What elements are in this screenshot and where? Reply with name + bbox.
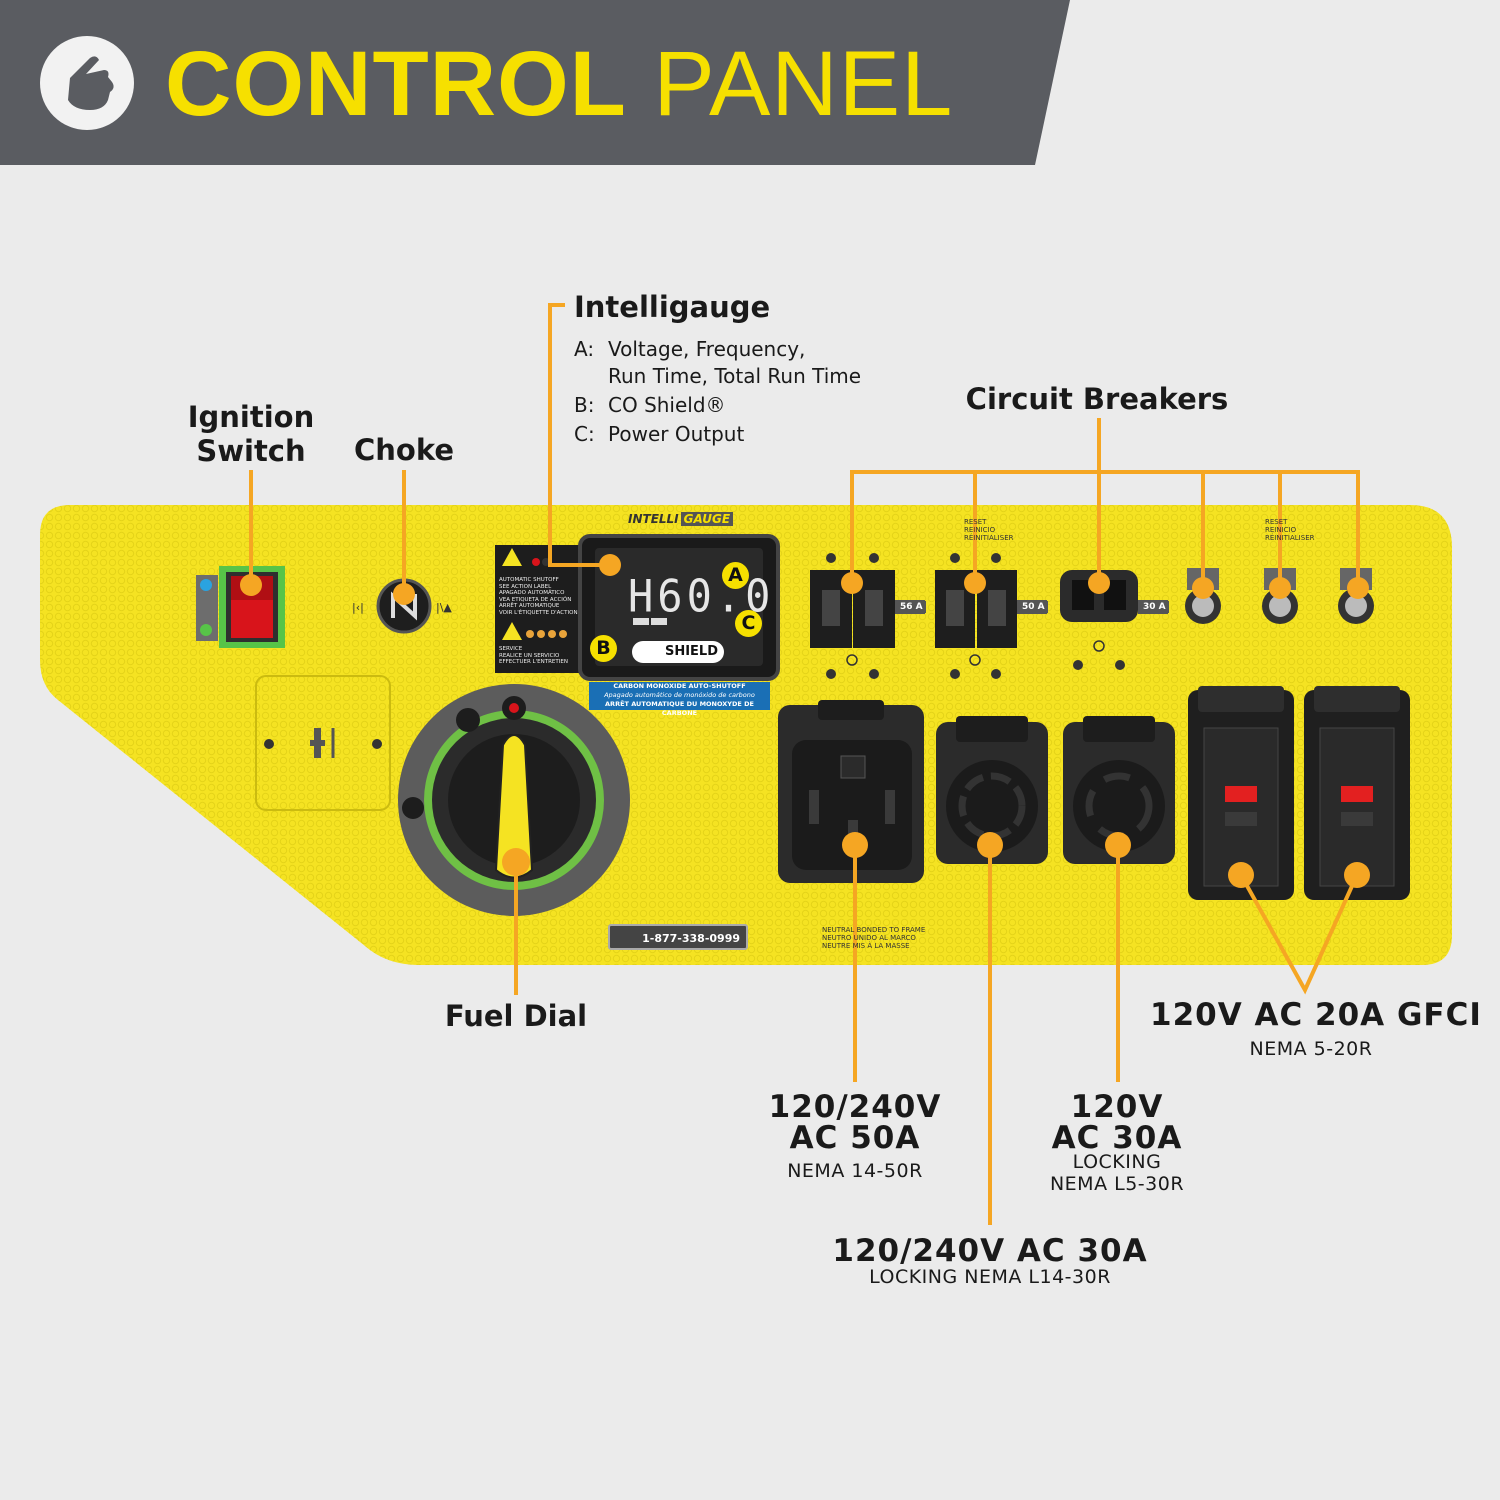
reset-label-1: RESET REINICIO RÉINITIALISER	[964, 518, 1013, 542]
phone-number-label: 1-877-338-0999	[608, 924, 748, 950]
outlet-l5-sub-1: LOCKING	[1072, 1151, 1162, 1173]
co-shield-text: SHIELD	[664, 644, 718, 659]
reset-1-line-1: RESET	[964, 518, 987, 526]
push-breaker-3[interactable]	[1338, 568, 1374, 624]
outlet-l5-30r[interactable]	[1063, 716, 1175, 864]
svg-text:|‹|: |‹|	[352, 601, 364, 614]
banner-shape	[0, 0, 1070, 165]
fuel-dial-label: Fuel Dial	[444, 999, 588, 1033]
reset-2-line-2: REINICIO	[1265, 526, 1297, 534]
reset-2-line-3: RÉINITIALISER	[1265, 534, 1315, 542]
reset-1-line-3: RÉINITIALISER	[964, 534, 1014, 542]
neutral-line-1: NEUTRAL BONDED TO FRAME	[822, 926, 926, 934]
reset-label-2: RESET REINICIO RÉINITIALISER	[1265, 518, 1314, 542]
outlet-50a-sub: NEMA 14-50R	[787, 1160, 923, 1182]
fuel-dial[interactable]	[398, 684, 630, 916]
outlet-l5-sub: LOCKING NEMA L5-30R	[1010, 1151, 1224, 1195]
warn-line-5: ARRÊT AUTOMATIQUE	[499, 603, 560, 609]
service-text: SERVICE REALICE UN SERVICIO EFFECTUER L'…	[499, 646, 568, 666]
service-line-2: REALICE UN SERVICIO	[499, 652, 560, 659]
warning-text: AUTOMATIC SHUTOFF SEE ACTION LABEL APAGA…	[499, 577, 578, 616]
outlet-50a-line-1: 120/240V	[768, 1089, 942, 1125]
ignition-switch[interactable]	[196, 566, 285, 648]
page-title: CONTROL PANEL	[165, 34, 953, 134]
badge-a: A	[722, 562, 749, 589]
breaker-56a-label: 56 A	[897, 601, 926, 613]
choke-knob[interactable]: |‹| |\▲	[352, 578, 452, 634]
outlet-gfci-2[interactable]	[1304, 686, 1410, 900]
brand-text-2: GAUGE	[680, 512, 734, 526]
title-light: PANEL	[653, 33, 954, 135]
ig-text-b: CO Shield®	[608, 393, 726, 417]
outlet-l14-sub: LOCKING NEMA L14-30R	[869, 1266, 1111, 1288]
spark-plug-cover	[255, 675, 391, 811]
neutral-line-3: NEUTRE MIS À LA MASSE	[822, 942, 910, 950]
svg-text:|\▲: |\▲	[436, 601, 452, 614]
outlet-gfci-title: 120V AC 20A GFCI	[1150, 997, 1482, 1033]
outlet-gfci-sub: NEMA 5-20R	[1249, 1038, 1373, 1060]
callout-lines	[249, 303, 1360, 1225]
service-line-3: EFFECTUER L'ENTRETIEN	[499, 659, 568, 665]
choke-label: Choke	[353, 433, 455, 467]
ignition-line-1: Ignition	[187, 400, 315, 434]
badge-b: B	[590, 635, 617, 662]
ignition-line-2: Switch	[196, 434, 306, 468]
ig-text-a2: Run Time, Total Run Time	[608, 364, 862, 388]
service-line-1: SERVICE	[499, 646, 523, 652]
outlet-l5-title: 120V AC 30A	[1010, 1092, 1224, 1154]
intelligauge-label: Intelligauge	[574, 290, 771, 324]
reset-1-line-2: REINICIO	[964, 526, 996, 534]
outlet-l5-line-2: AC 30A	[1051, 1120, 1183, 1156]
ig-key-a: A:	[574, 337, 595, 361]
ignition-switch-label: Ignition Switch	[180, 400, 322, 468]
outlet-14-50r[interactable]	[778, 700, 924, 883]
co-band-line-2: Apagado automático de monóxido de carbon…	[604, 691, 755, 699]
header-banner: CONTROL PANEL	[0, 0, 1500, 165]
callout-dots	[240, 554, 1370, 888]
co-shutoff-band: CARBON MONOXIDE AUTO-SHUTOFF Apagado aut…	[589, 682, 770, 717]
ig-key-c: C:	[574, 422, 595, 446]
title-bold: CONTROL	[165, 33, 627, 135]
ig-text-c: Power Output	[608, 422, 745, 446]
circuit-breakers-label: Circuit Breakers	[965, 382, 1229, 416]
outlet-gfci-1[interactable]	[1188, 686, 1294, 900]
breaker-30a-label: 30 A	[1140, 601, 1169, 613]
co-band-line-1: CARBON MONOXIDE AUTO-SHUTOFF	[613, 682, 746, 690]
badge-c: C	[735, 610, 762, 637]
warn-line-1: AUTOMATIC SHUTOFF	[499, 577, 559, 583]
outlet-l14-30r[interactable]	[936, 716, 1048, 864]
brand-text-1: INTELLI	[628, 512, 679, 526]
warn-line-3: APAGADO AUTOMÁTICO	[499, 590, 565, 596]
warn-line-6: VOIR L'ÉTIQUETTE D'ACTION	[499, 609, 578, 616]
ig-text-a1: Voltage, Frequency,	[608, 337, 806, 361]
reset-2-line-1: RESET	[1265, 518, 1288, 526]
outlet-50a-title: 120/240V AC 50A	[740, 1092, 970, 1154]
co-band-line-3: ARRÊT AUTOMATIQUE DU MONOXYDE DE CARBONE	[605, 700, 754, 717]
outlet-l5-sub-2: NEMA L5-30R	[1049, 1173, 1185, 1195]
warn-line-4: VEA ETIQUETA DE ACCIÓN	[499, 596, 572, 603]
hand-pointer-icon	[40, 36, 134, 130]
ig-key-b: B:	[574, 393, 595, 417]
outlet-50a-line-2: AC 50A	[789, 1120, 921, 1156]
neutral-label: NEUTRAL BONDED TO FRAME NEUTRO UNIDO AL …	[822, 926, 925, 950]
neutral-line-2: NEUTRO UNIDO AL MARCO	[822, 934, 916, 942]
breaker-50a-label: 50 A	[1019, 601, 1048, 613]
outlet-l5-line-1: 120V	[1070, 1089, 1164, 1125]
warn-line-2: SEE ACTION LABEL	[499, 583, 552, 590]
outlet-l14-title: 120/240V AC 30A	[832, 1233, 1148, 1269]
co-shield-logo: SHIELD	[632, 641, 724, 663]
